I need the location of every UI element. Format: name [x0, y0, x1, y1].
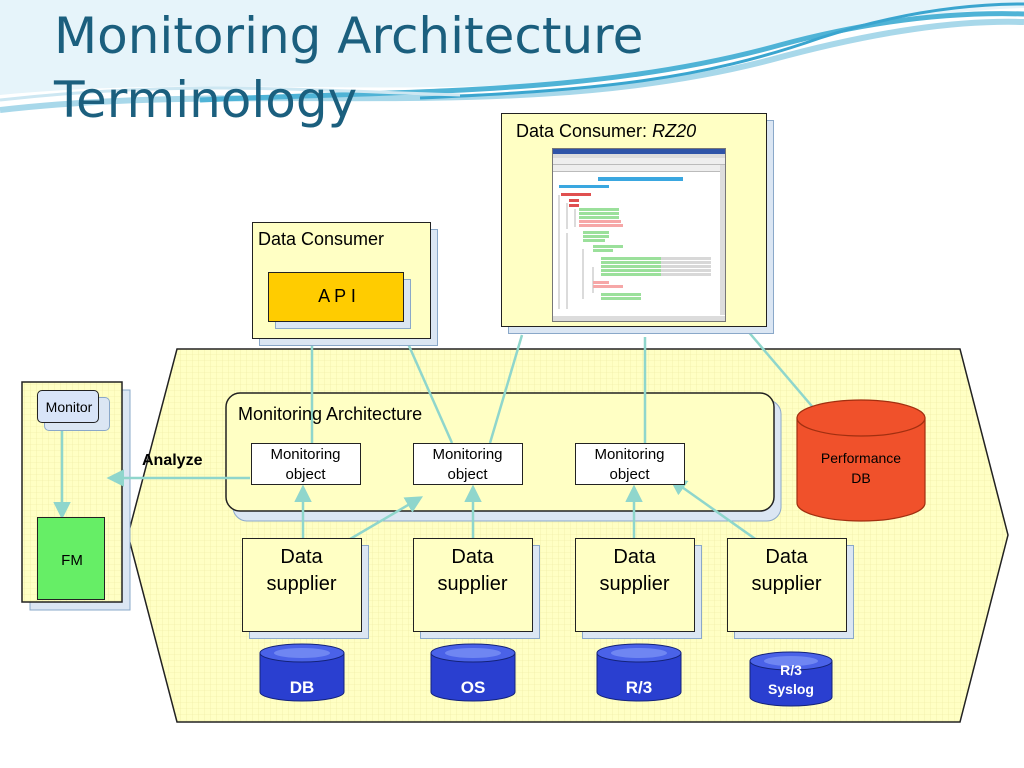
rz20-label-italic: RZ20 — [652, 121, 697, 141]
connector-mo2-to-rz20 — [488, 334, 524, 444]
r3-syslog-line1: R/3 — [780, 662, 802, 678]
monitoring-object-3-line2: object — [609, 466, 650, 483]
rz20-label-text: Data Consumer: — [516, 121, 648, 141]
r3-syslog-source-cylinder — [749, 651, 833, 707]
data-supplier-2: Data supplier — [413, 538, 533, 632]
r3-source-label: R/3 — [625, 678, 653, 697]
data-supplier-4-line2: supplier — [751, 573, 822, 595]
slide-title: Monitoring Architecture Terminology — [54, 4, 754, 132]
data-supplier-1: Data supplier — [242, 538, 362, 632]
monitoring-object-3-line1: Monitoring — [594, 446, 665, 463]
os-source-cylinder — [430, 643, 516, 702]
monitoring-object-1: Monitoring object — [251, 443, 361, 485]
fm-box: FM — [37, 517, 105, 600]
header-swoosh-decoration — [0, 0, 1024, 113]
data-supplier-1-line2: supplier — [266, 573, 337, 595]
data-supplier-2-line1: Data — [451, 546, 494, 568]
performance-db-cylinder — [796, 399, 926, 522]
r3-syslog-line2: Syslog — [768, 681, 814, 697]
source-cylinders — [259, 643, 833, 707]
slide-title-line2: Terminology — [54, 71, 358, 129]
api-box: A P I — [268, 272, 404, 322]
data-supplier-3: Data supplier — [575, 538, 695, 632]
fm-label: FM — [61, 552, 83, 569]
performance-db-label: Performance DB — [797, 448, 925, 488]
db-source-cylinder — [259, 643, 345, 702]
connectors — [53, 313, 823, 554]
data-supplier-4: Data supplier — [727, 538, 847, 632]
monitoring-object-2-line2: object — [447, 466, 488, 483]
data-supplier-3-line1: Data — [613, 546, 656, 568]
slide-title-line1: Monitoring Architecture — [54, 7, 644, 65]
r3-syslog-source-label: R/3 Syslog — [750, 661, 832, 699]
rz20-panel-label: Data Consumer: RZ20 — [516, 121, 696, 142]
r3-source-cylinder — [596, 643, 682, 702]
connector-mo2-to-api — [399, 326, 454, 444]
data-supplier-4-line1: Data — [765, 546, 808, 568]
monitor-box: Monitor — [37, 390, 99, 423]
data-supplier-2-line2: supplier — [437, 573, 508, 595]
api-label: A P I — [318, 286, 356, 306]
data-consumer-label: Data Consumer — [258, 229, 385, 249]
performance-db-line2: DB — [851, 470, 871, 486]
monitoring-object-1-line2: object — [285, 466, 326, 483]
data-supplier-1-line1: Data — [280, 546, 323, 568]
data-supplier-3-line2: supplier — [599, 573, 670, 595]
rz20-screenshot-thumbnail — [552, 148, 726, 322]
monitoring-object-3: Monitoring object — [575, 443, 685, 485]
monitoring-architecture-label: Monitoring Architecture — [238, 404, 423, 424]
os-source-label: OS — [460, 678, 486, 697]
db-source-label: DB — [289, 678, 315, 697]
connector-ds4-to-mo3 — [669, 477, 769, 550]
analyze-label: Analyze — [142, 452, 203, 469]
monitoring-object-2: Monitoring object — [413, 443, 523, 485]
monitoring-object-2-line1: Monitoring — [432, 446, 503, 463]
monitoring-object-1-line1: Monitoring — [270, 446, 341, 463]
performance-db-line1: Performance — [820, 450, 902, 466]
monitor-label: Monitor — [45, 399, 93, 415]
